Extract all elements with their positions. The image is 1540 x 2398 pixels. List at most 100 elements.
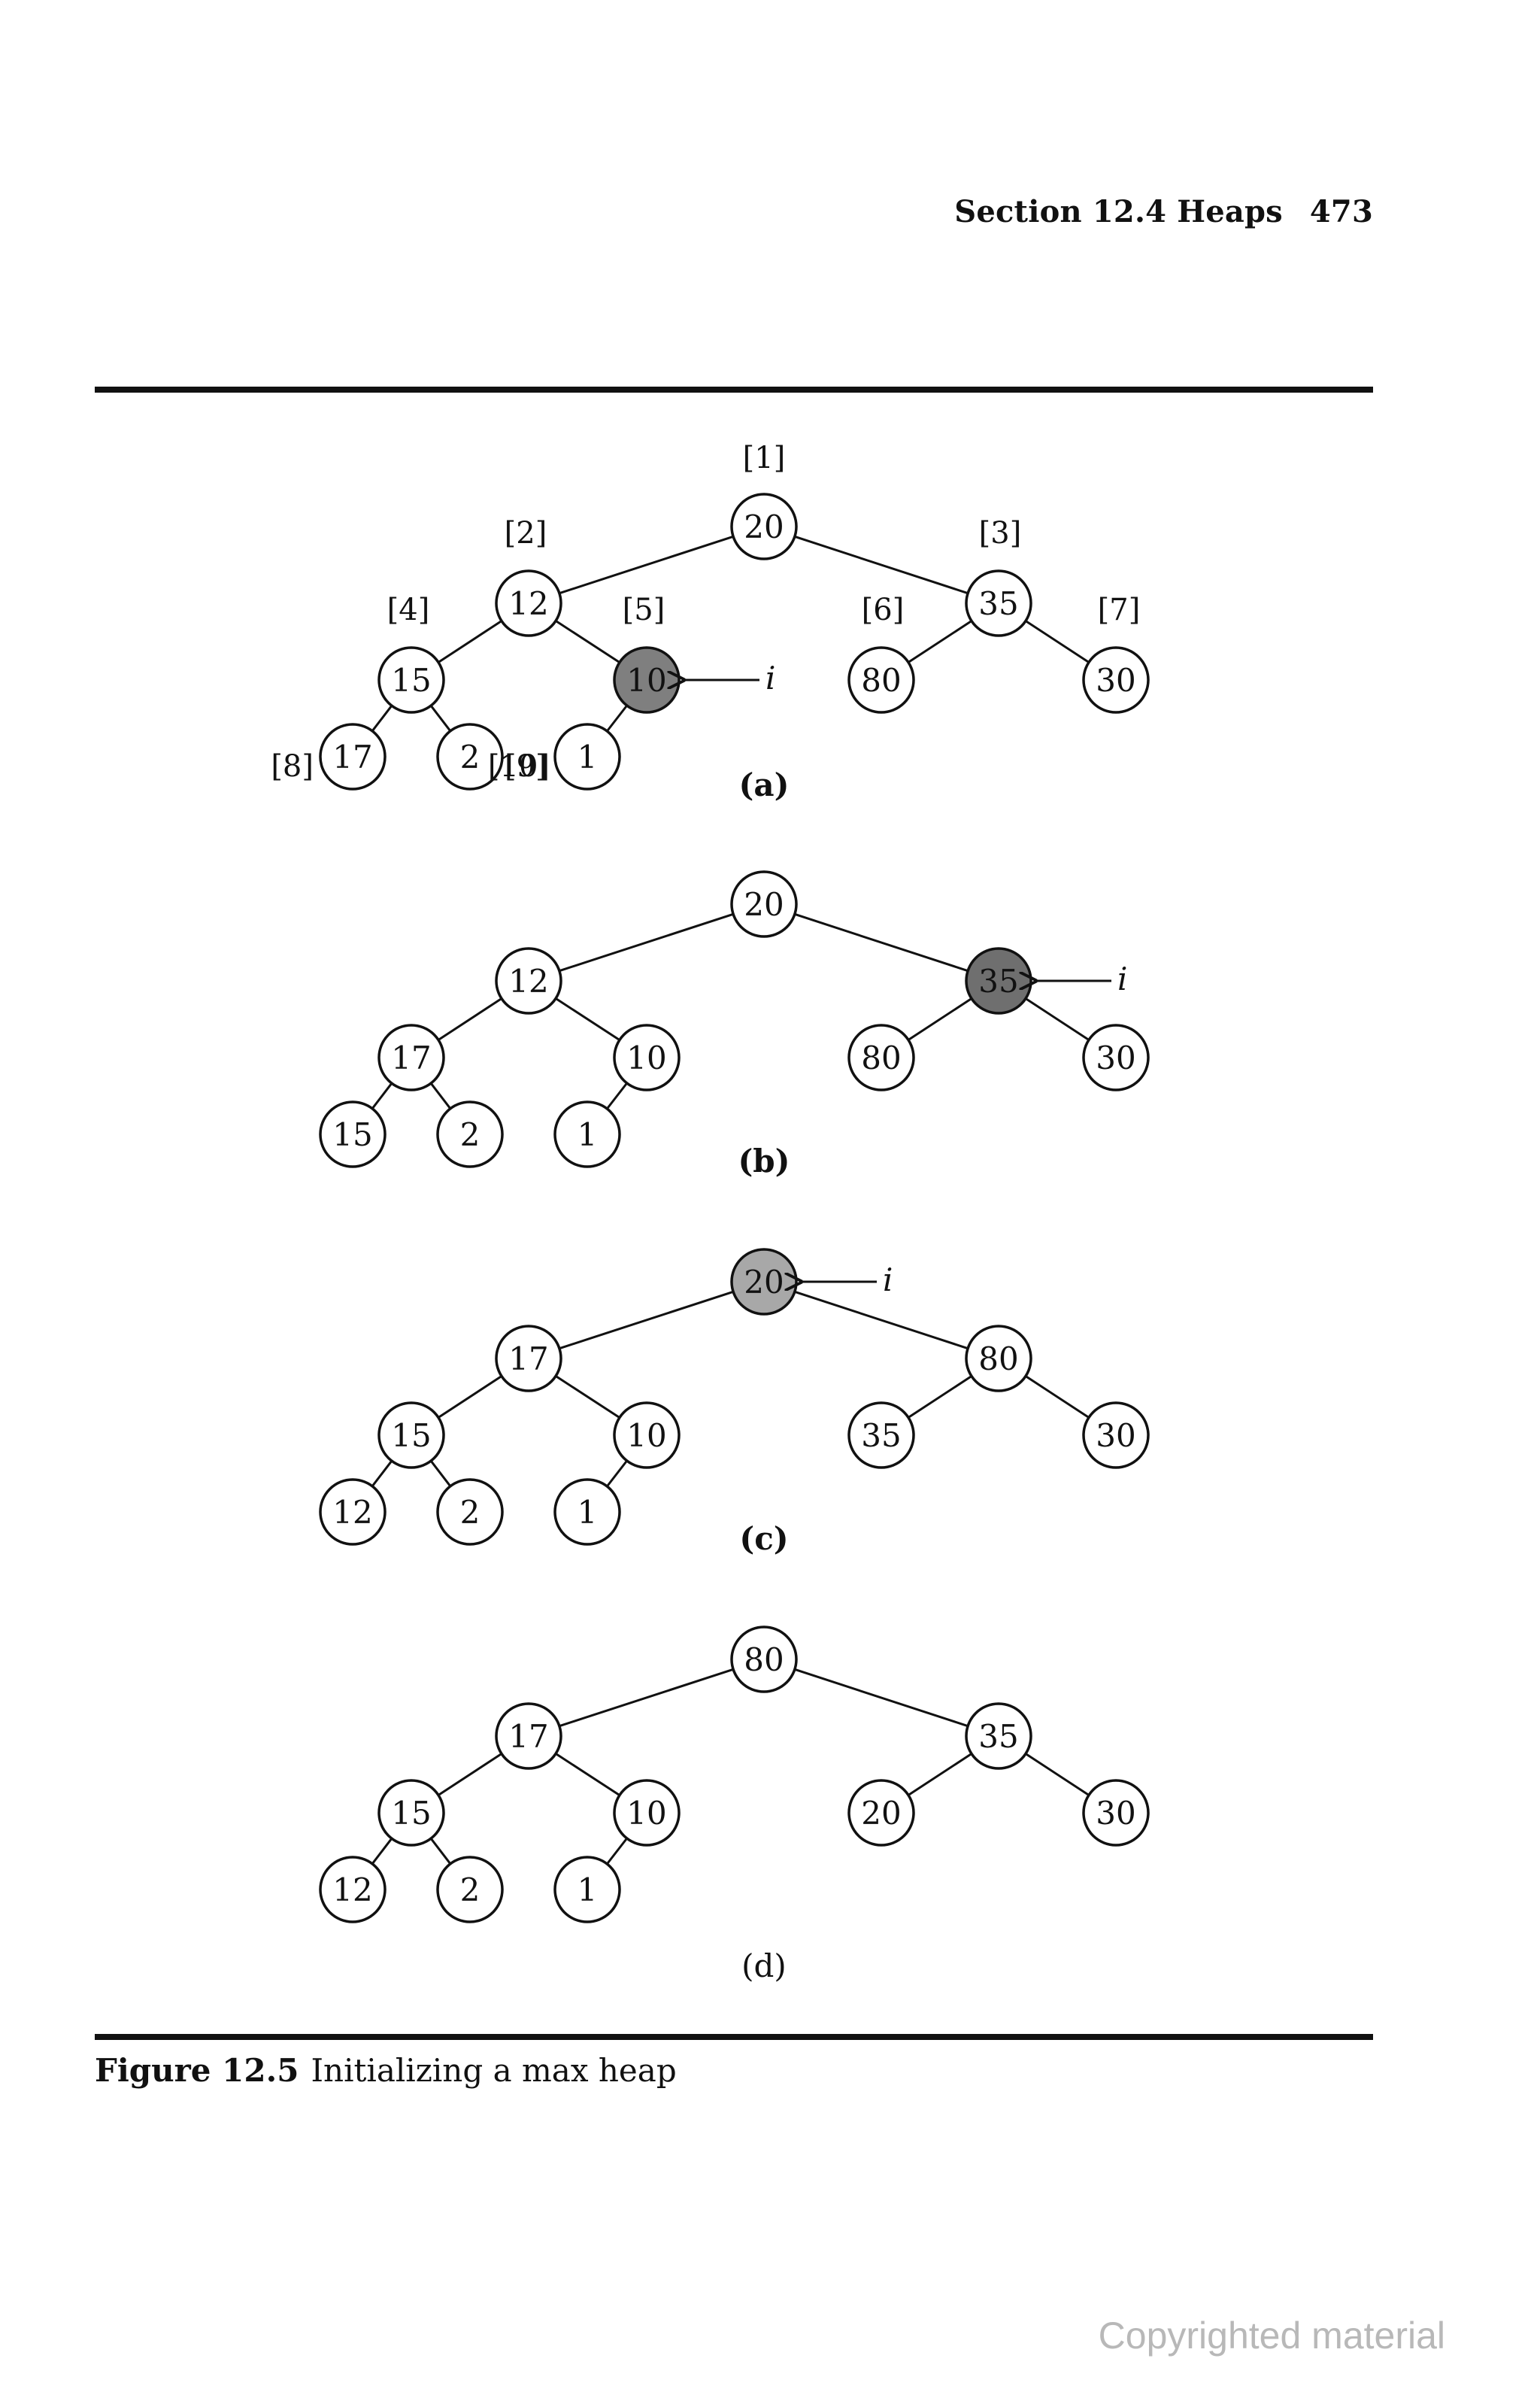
tree-edge [559,1668,734,1728]
node-value: 20 [861,1795,901,1832]
array-index-label: [4] [387,593,430,627]
bottom-rule [95,2034,1373,2040]
heap-node [730,493,798,560]
node-value: 35 [978,963,1018,1000]
node-value: 12 [508,963,548,1000]
tree-edge [429,705,452,732]
heap-node [377,1401,445,1469]
tree-edge [908,997,972,1041]
node-value: 35 [861,1417,901,1454]
tree-edge [559,912,734,973]
node-value: 2 [460,739,480,776]
heap-node [613,1779,681,1847]
page-number: 473 [1309,194,1373,229]
figure-number: Figure 12.5 [95,2052,299,2089]
tree-edge [606,1082,628,1109]
figure-caption: Figure 12.5 Initializing a max heap [95,2052,677,2089]
node-value: 2 [460,1116,480,1153]
heap-node [553,723,621,791]
tree-edge [606,705,628,732]
tree-edge [794,1668,969,1728]
heap-node [965,1702,1032,1770]
tree-edge [371,1460,393,1487]
heap-node [495,947,562,1015]
heap-node [613,1024,681,1091]
node-value: 30 [1096,662,1135,699]
tree-edge [908,620,972,663]
node-value: 2 [460,1494,480,1531]
node-value: 2 [460,1871,480,1908]
heap-node [436,723,504,791]
tree-edge [1025,997,1090,1041]
heap-node [553,1478,621,1546]
node-value: 35 [978,585,1018,622]
pointer-label: i [1117,961,1127,997]
copyright-watermark: Copyrighted material [1098,2315,1445,2357]
caption-text: Initializing a max heap [311,2052,677,2089]
heap-node [495,1702,562,1770]
node-value: 1 [578,1871,598,1908]
section-title: Section 12.4 Heaps [954,194,1283,229]
heap-node [319,723,387,791]
node-value: 20 [744,508,784,545]
node-value: 10 [626,662,666,699]
node-value: 35 [978,1718,1018,1755]
tree-edge [371,1838,393,1865]
array-index-label: [3] [979,516,1022,551]
panel-label: (a) [739,766,790,803]
node-value: 20 [744,886,784,923]
heap-node [436,1856,504,1923]
tree-edge [559,1290,734,1350]
heap-node [377,646,445,714]
node-value: 17 [508,1340,548,1377]
node-value: 15 [391,1795,431,1832]
heap-node [319,1856,387,1923]
node-value: 30 [1096,1795,1135,1832]
array-index-label: [5] [623,593,665,627]
array-index-label: [8] [271,749,314,784]
tree-edge [908,1753,972,1796]
heap-node [553,1856,621,1923]
panel-label: (d) [741,1947,787,1984]
tree-edge [1025,1375,1090,1419]
node-value: 15 [391,1417,431,1454]
node-value: 15 [391,662,431,699]
pointer-label: i [765,660,775,697]
array-index-label: [6] [862,593,905,627]
tree-edge [555,997,620,1041]
heap-node [847,1779,915,1847]
tree-edge [371,705,393,732]
heap-node [847,646,915,714]
heap-node [965,1325,1032,1392]
array-index-label: [1] [743,441,786,475]
node-value: 30 [1096,1417,1135,1454]
tree-edge [438,1753,502,1796]
heap-node [730,1625,798,1693]
node-value: 12 [332,1871,372,1908]
heap-node [436,1100,504,1168]
tree-edge [555,620,620,663]
heap-node [847,1401,915,1469]
tree-edge [1025,1753,1090,1796]
tree-edge [429,1460,452,1487]
node-value: 10 [626,1795,666,1832]
heap-node [965,569,1032,637]
tree-edge [794,535,969,595]
array-index-label: [10] [488,749,550,784]
heap-node [436,1478,504,1546]
heap-node [1082,1024,1150,1091]
node-value: 17 [391,1040,431,1076]
array-index-label: [7] [1098,593,1141,627]
node-value: 80 [861,662,901,699]
heap-node [319,1478,387,1546]
tree-edge [794,1290,969,1350]
panel-label: (b) [738,1143,790,1179]
node-value: 1 [578,739,598,776]
tree-edge [429,1082,452,1109]
node-value: 12 [508,585,548,622]
node-value: 80 [744,1641,784,1678]
